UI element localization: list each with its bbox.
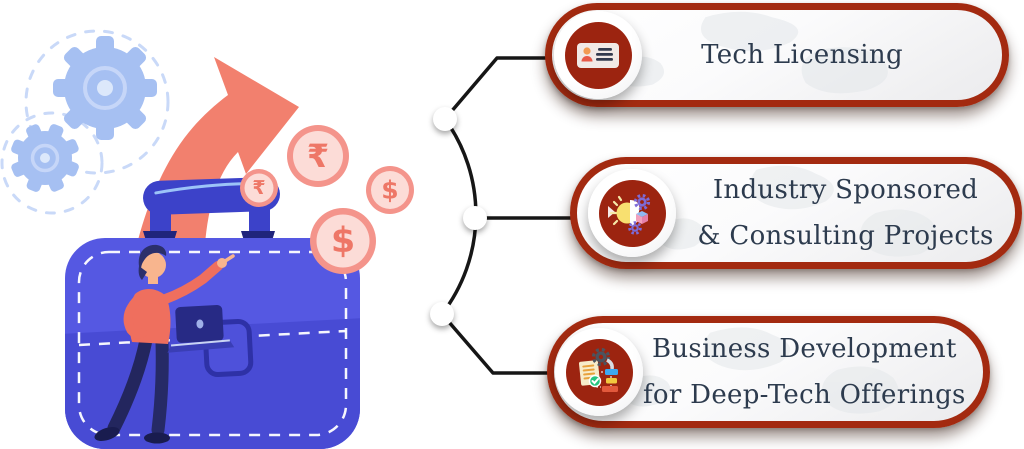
gear-icon xyxy=(11,124,79,192)
svg-text:$: $ xyxy=(381,176,398,205)
icon-circle xyxy=(598,179,666,247)
coin-dollar-large: $ xyxy=(310,208,376,274)
gears-decoration xyxy=(0,29,170,215)
process-docs-icon xyxy=(578,348,618,392)
gear-icon xyxy=(53,36,157,140)
stitching xyxy=(77,250,348,437)
card-industry-sponsored-consulting: Industry Sponsored & Consulting Projects xyxy=(570,157,1022,269)
coin-dollar-small: $ xyxy=(366,166,414,214)
svg-text:₹: ₹ xyxy=(307,137,329,175)
coins: ₹ ₹ $ $ xyxy=(240,125,414,274)
card-title: Tech Licensing xyxy=(642,40,1002,70)
icon-circle xyxy=(564,21,632,89)
card-business-development: Business Development for Deep-Tech Offer… xyxy=(547,316,990,428)
icon-ring xyxy=(588,169,676,257)
card-title: Industry Sponsored & Consulting Projects xyxy=(676,167,1015,259)
coin-rupee-small: ₹ xyxy=(240,169,278,207)
card-title-line: for Deep-Tech Offerings xyxy=(643,380,966,410)
person-pointing xyxy=(94,244,235,444)
idea-gears-icon xyxy=(608,193,651,235)
card-title-line: Business Development xyxy=(651,334,957,364)
briefcase-flap xyxy=(65,318,360,449)
svg-text:₹: ₹ xyxy=(252,177,265,199)
icon-ring xyxy=(555,328,643,416)
card-title-line: & Consulting Projects xyxy=(697,221,994,251)
business-growth-illustration: ₹ ₹ $ $ xyxy=(0,29,414,449)
icon-circle xyxy=(565,338,633,406)
card-title-line: Tech Licensing xyxy=(701,40,903,70)
dashed-circle xyxy=(24,29,170,175)
laptop xyxy=(167,305,235,353)
icon-ring xyxy=(554,11,642,99)
card-title-line: Industry Sponsored xyxy=(712,175,979,205)
coin-rupee-large: ₹ xyxy=(287,125,349,187)
world-map-texture xyxy=(554,323,983,421)
card-tech-licensing: Tech Licensing xyxy=(545,3,1009,107)
world-map-texture xyxy=(552,10,1002,100)
svg-text:$: $ xyxy=(331,221,355,261)
card-title: Business Development for Deep-Tech Offer… xyxy=(643,326,988,418)
id-card-icon xyxy=(577,43,619,68)
dashed-circle xyxy=(0,111,104,215)
